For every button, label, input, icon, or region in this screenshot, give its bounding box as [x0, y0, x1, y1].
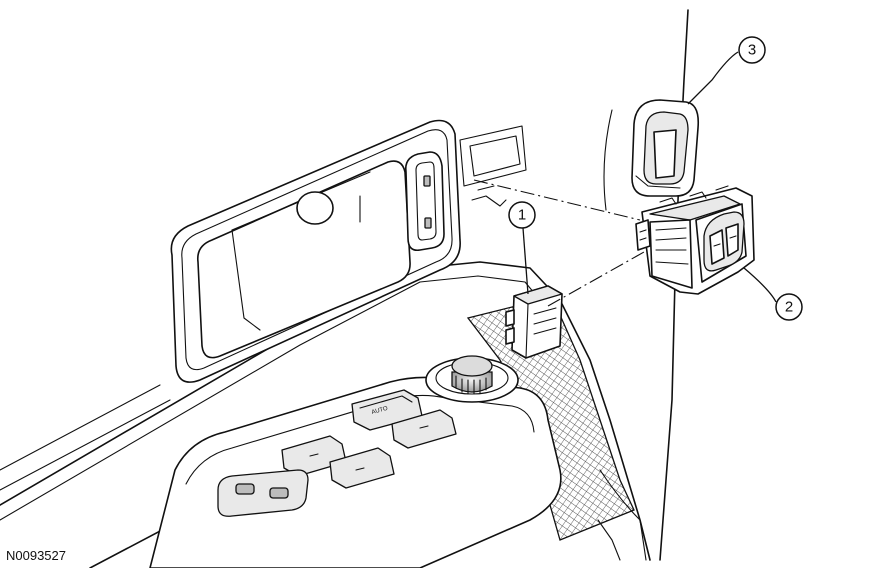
mirror-control-knob [425, 355, 519, 403]
seat-switch-assembly [635, 185, 755, 295]
callout-3-number: 3 [748, 42, 756, 59]
assembly-lines [473, 179, 645, 307]
callout-1-number: 1 [518, 207, 526, 224]
door-pull-handle [170, 119, 461, 383]
callout-2-number: 2 [785, 299, 793, 316]
switch-opening [459, 125, 527, 207]
callout-2: 2 [743, 267, 803, 321]
figure-reference-code: N0093527 [6, 548, 66, 563]
window-switch-panel: AUTO [149, 376, 562, 568]
callout-1: 1 [508, 201, 536, 295]
switch-bezel [631, 99, 700, 197]
door-lock-switch [217, 469, 309, 517]
electrical-connector [505, 285, 563, 359]
callout-3: 3 [687, 36, 766, 105]
auto-switch-label: AUTO [371, 406, 389, 416]
